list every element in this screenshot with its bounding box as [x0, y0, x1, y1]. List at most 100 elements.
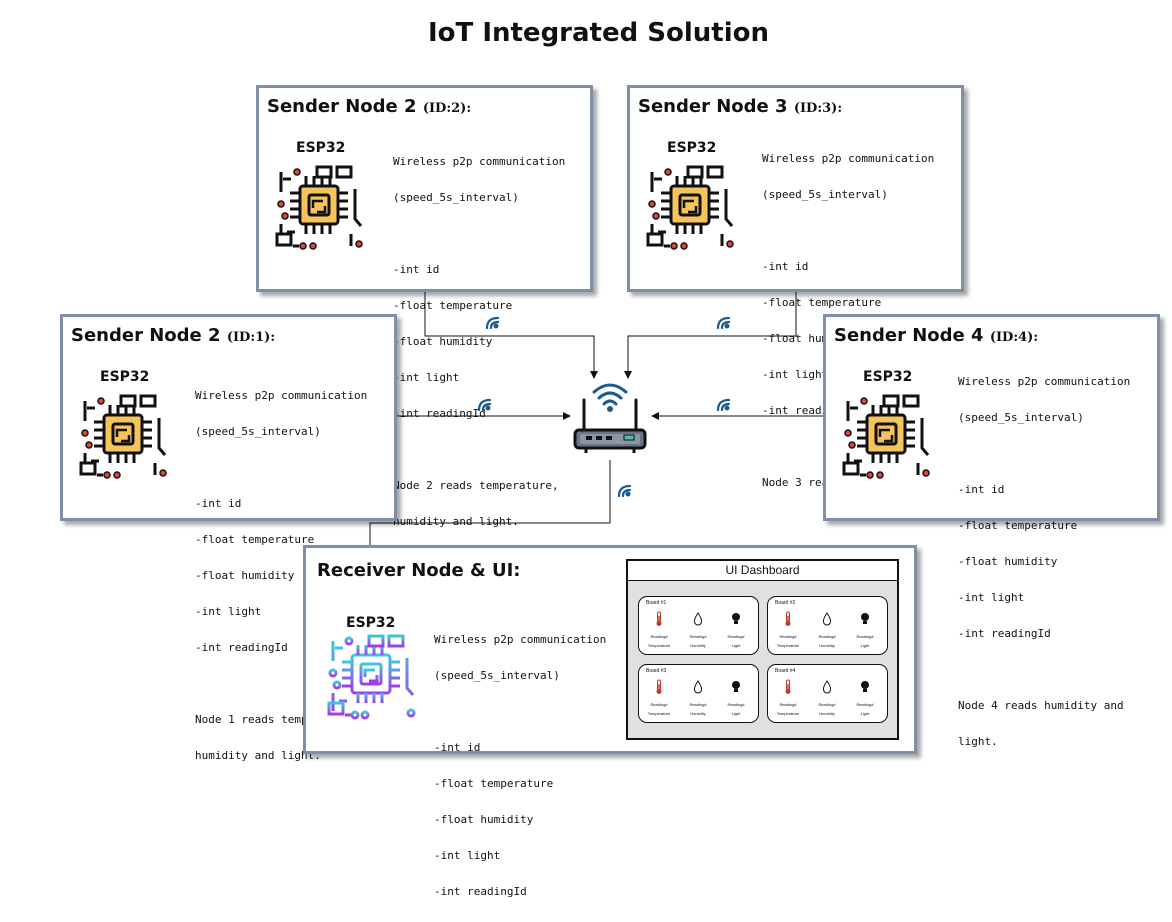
sensor-reading: Reading# [650, 702, 668, 707]
comm-speed: (speed_5s_interval) [434, 669, 560, 682]
field-temperature: -float temperature [434, 777, 554, 790]
humidity-drop-icon [681, 679, 715, 700]
field-humidity: -float humidity [195, 569, 295, 582]
board-label: Board #2 [775, 600, 796, 606]
sensor-name: Humidity [819, 711, 835, 716]
wifi-signal-icon [477, 398, 492, 412]
node-name: Sender Node 4 [834, 325, 984, 346]
sensor-cell: Reading# Humidity [810, 679, 844, 716]
node-note: humidity and light. [195, 749, 321, 762]
field-humidity: -float humidity [958, 555, 1058, 568]
comm-line: Wireless p2p communication [393, 155, 566, 168]
page-title: IoT Integrated Solution [428, 18, 769, 48]
sensor-reading: Reading# [727, 634, 745, 639]
sensor-name: Temperature [776, 711, 800, 716]
node-note: Node 4 reads humidity and [958, 699, 1124, 712]
dashboard-title: UI Dashboard [628, 561, 897, 581]
sensor-name: Light [731, 643, 741, 648]
light-bulb-icon [848, 611, 882, 632]
dashboard-board: Board #4 Reading# Temperature Reading# Humid… [767, 664, 888, 723]
receiver-info: Wireless p2p communication (speed_5s_int… [434, 610, 606, 922]
sensor-reading: Reading# [779, 634, 797, 639]
esp32-chip-icon [327, 634, 416, 720]
board-label: Board #3 [646, 668, 667, 674]
sensor-reading: Reading# [727, 702, 745, 707]
comm-speed: (speed_5s_interval) [195, 425, 321, 438]
node-info: Wireless p2p communication (speed_5s_int… [393, 132, 565, 552]
connector-node2 [424, 292, 598, 379]
sensor-cell: Reading#Temperature [771, 611, 805, 648]
node-id: (ID:2): [422, 101, 472, 116]
field-temperature: -float temperature [958, 519, 1078, 532]
sensor-reading: Reading# [650, 634, 668, 639]
sensor-cell: Reading# Light [719, 611, 753, 648]
comm-line: Wireless p2p communication [434, 633, 607, 646]
node-info: Wireless p2p communication (speed_5s_int… [958, 352, 1130, 772]
node-title: Sender Node 2 (ID:2): [267, 96, 471, 117]
sensor-name: Light [860, 643, 870, 648]
thermometer-icon [771, 679, 805, 700]
connector-node3 [624, 292, 797, 379]
comm-speed: (speed_5s_interval) [762, 188, 888, 201]
sensor-cell: Reading# Humidity [681, 679, 715, 716]
field-id: -int id [393, 263, 440, 276]
node-note: humidity and light. [393, 515, 519, 528]
comm-line: Wireless p2p communication [958, 375, 1131, 388]
sensor-cell: Reading#Light [848, 611, 882, 648]
thermometer-icon [771, 611, 805, 632]
humidity-drop-icon [681, 611, 715, 632]
field-readingid: -int readingId [958, 627, 1051, 640]
esp32-chip-icon [646, 165, 734, 250]
comm-line: Wireless p2p communication [195, 389, 368, 402]
field-temperature: -float temperature [762, 296, 882, 309]
node-name: Sender Node 2 [267, 96, 417, 117]
node-name: Sender Node 2 [71, 325, 221, 346]
sensor-reading: Reading# [818, 702, 836, 707]
node-info: Wireless p2p communication (speed_5s_int… [762, 129, 934, 513]
node-id: (ID:3): [793, 101, 843, 116]
field-readingid: -int readingId [434, 885, 527, 898]
sensor-name: Humidity [690, 711, 706, 716]
sensor-name: Light [731, 711, 741, 716]
board-label: Board #4 [775, 668, 796, 674]
humidity-drop-icon [810, 679, 844, 700]
esp32-chip-icon [275, 165, 363, 250]
sender-node-card-3: Sender Node 3 (ID:3): ESP32 Wireless p2p… [627, 85, 964, 489]
wifi-signal-icon [716, 316, 731, 330]
esp32-label: ESP32 [296, 140, 346, 156]
sensor-cell: Reading#Light [848, 679, 882, 716]
sensor-reading: Reading# [779, 702, 797, 707]
light-bulb-icon [719, 611, 753, 632]
light-bulb-icon [848, 679, 882, 700]
sensor-reading: Reading# [689, 702, 707, 707]
light-bulb-icon [719, 679, 753, 700]
field-humidity: -float humidity [393, 335, 493, 348]
sensor-cell: Reading#Temperature [642, 611, 676, 648]
sensor-cell: Reading#Humidity [681, 611, 715, 648]
sender-node-card-2: Sender Node 2 (ID:2): ESP32 Wireless p2p… [256, 85, 593, 528]
sender-node-card-1: Sender Node 2 (ID:1): ESP32 Wireless p2p… [60, 314, 397, 762]
field-light: -int light [195, 605, 262, 618]
field-light: -int light [393, 371, 460, 384]
sensor-cell: Reading# Temperature [771, 679, 805, 716]
sensor-name: Humidity [690, 643, 706, 648]
field-readingid: -int readingId [195, 641, 288, 654]
sensor-name: Light [860, 711, 870, 716]
comm-line: Wireless p2p communication [762, 152, 935, 165]
field-light: -int light [958, 591, 1025, 604]
node-name: Sender Node 3 [638, 96, 788, 117]
wifi-signal-icon [617, 484, 632, 498]
esp32-label: ESP32 [667, 140, 717, 156]
esp32-label: ESP32 [100, 369, 150, 385]
sensor-cell: Reading#Humidity [810, 611, 844, 648]
field-humidity: -float humidity [434, 813, 534, 826]
sensor-name: Humidity [819, 643, 835, 648]
field-temperature: -float temperature [195, 533, 315, 546]
node-note: light. [958, 735, 998, 748]
esp32-label: ESP32 [346, 615, 396, 631]
field-light: -int light [762, 368, 829, 381]
receiver-title: Receiver Node & UI: [317, 560, 521, 581]
